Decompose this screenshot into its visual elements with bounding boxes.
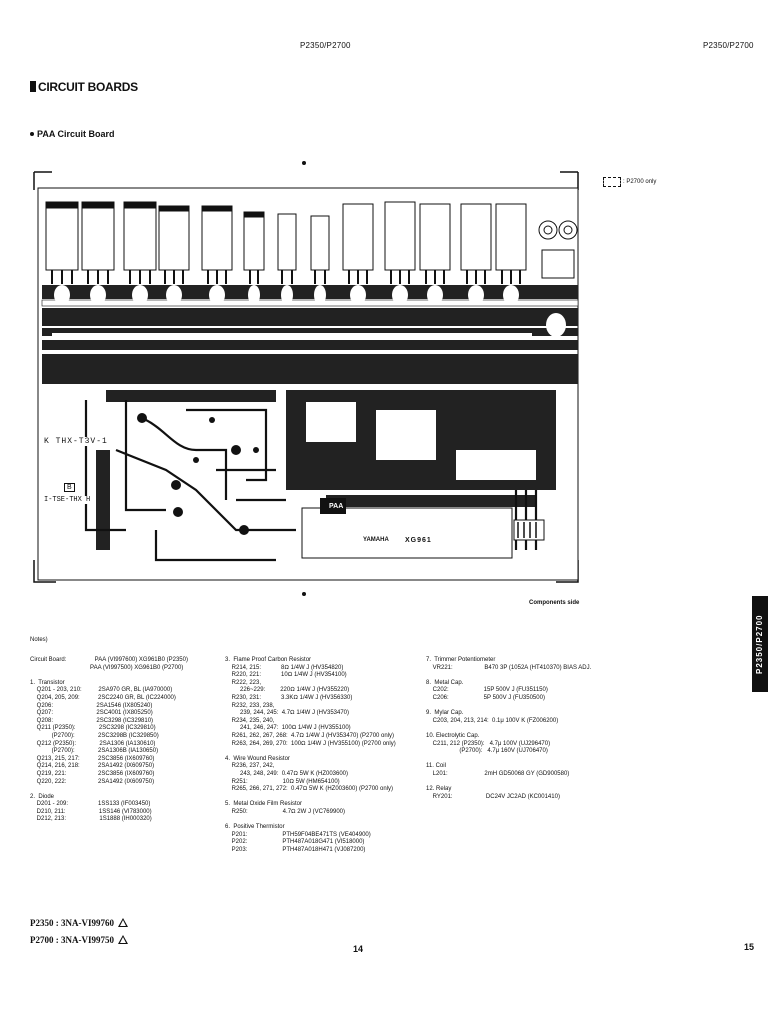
header-left-model: P2350/P2700	[300, 41, 351, 50]
section-bullet	[30, 81, 36, 92]
header-right-model: P2350/P2700	[703, 41, 754, 50]
notes-column-3: 7. Trimmer Potentiometer VR221: B470 3P …	[426, 657, 592, 800]
legend-box-icon	[603, 177, 621, 187]
board-label-code: XG961	[405, 537, 432, 544]
warning-triangle-icon	[118, 935, 128, 944]
notes-column-1: Circuit Board: PAA (VI997600) XG961B0 (P…	[30, 657, 188, 823]
components-side-label: Components side	[529, 600, 580, 606]
part-number-p2350: P2350 : 3NA-VI99760	[30, 918, 128, 928]
board-label-b: B	[64, 483, 75, 492]
section-title: CIRCUIT BOARDS	[38, 80, 138, 94]
legend-label: : P2700 only	[623, 179, 657, 185]
part-number-p2700: P2700 : 3NA-VI99750	[30, 935, 128, 945]
page-number-right: 15	[744, 942, 755, 952]
circuit-board-diagram	[33, 161, 579, 596]
warning-triangle-icon	[118, 918, 128, 927]
side-tab: P2350/P2700	[752, 596, 768, 692]
page-number-left: 14	[353, 944, 364, 954]
board-bullet	[30, 132, 34, 136]
board-label-paa: PAA	[329, 503, 344, 510]
board-label-yamaha: YAMAHA	[363, 537, 389, 543]
part-number-p2350-text: P2350 : 3NA-VI99760	[30, 918, 114, 928]
notes-column-2: 3. Flame Proof Carbon Resistor R214, 215…	[225, 657, 396, 853]
board-label-left-code: K THX-T3V-1	[44, 437, 108, 446]
board-title: PAA Circuit Board	[37, 129, 115, 139]
part-number-p2700-text: P2700 : 3NA-VI99750	[30, 935, 114, 945]
notes-heading: Notes)	[30, 637, 48, 643]
board-label-mirror-code: I-TSE-THX H	[44, 496, 91, 504]
